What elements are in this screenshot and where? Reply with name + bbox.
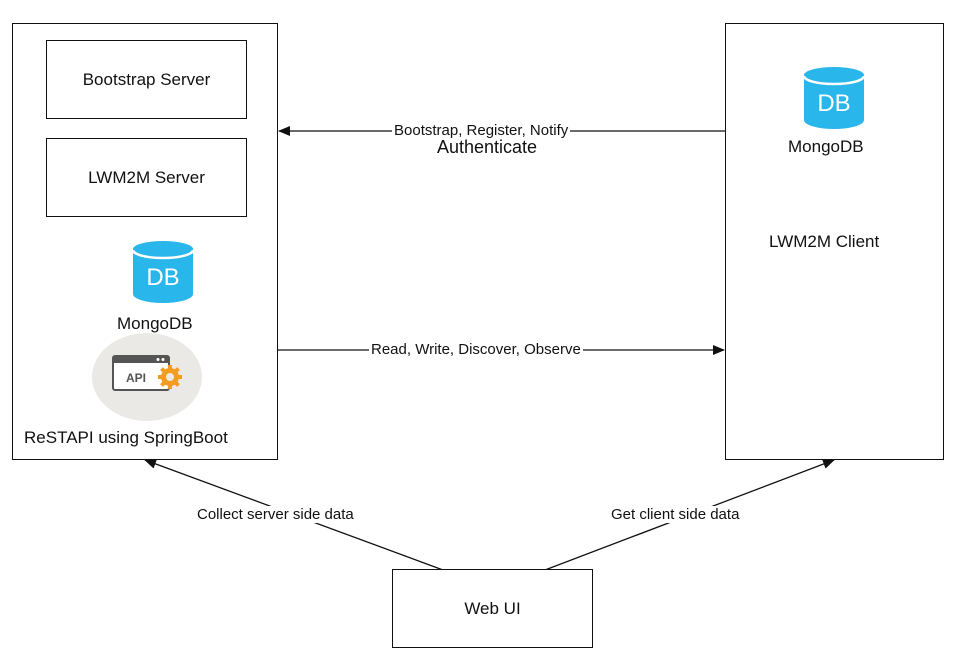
client-label: LWM2M Client <box>769 232 880 251</box>
client-mongodb-label: MongoDB <box>788 137 864 156</box>
lwm2m-server-label: LWM2M Server <box>88 167 205 187</box>
database-icon: DB <box>803 67 865 129</box>
db-icon-text: DB <box>146 264 179 291</box>
lwm2m-server-box: LWM2M Server <box>46 138 247 217</box>
web-ui-label: Web UI <box>464 598 521 618</box>
edge-label-get-client: Get client side data <box>609 506 742 523</box>
api-icon-text: API <box>126 371 146 385</box>
edge-label-bootstrap-ops: Bootstrap, Register, Notify <box>392 122 571 139</box>
database-icon: DB <box>132 241 194 303</box>
api-gear-icon: API <box>112 355 182 391</box>
bootstrap-server-box: Bootstrap Server <box>46 40 247 119</box>
db-icon-text: DB <box>817 90 850 117</box>
edge-label-authenticate: Authenticate <box>437 137 538 157</box>
restapi-label: ReSTAPI using SpringBoot <box>24 428 228 447</box>
server-mongodb-label: MongoDB <box>117 314 193 333</box>
edge-label-collect-server: Collect server side data <box>195 506 356 523</box>
web-ui-box: Web UI <box>392 569 593 648</box>
edge-label-device-ops: Read, Write, Discover, Observe <box>369 341 583 358</box>
bootstrap-server-label: Bootstrap Server <box>82 69 211 89</box>
